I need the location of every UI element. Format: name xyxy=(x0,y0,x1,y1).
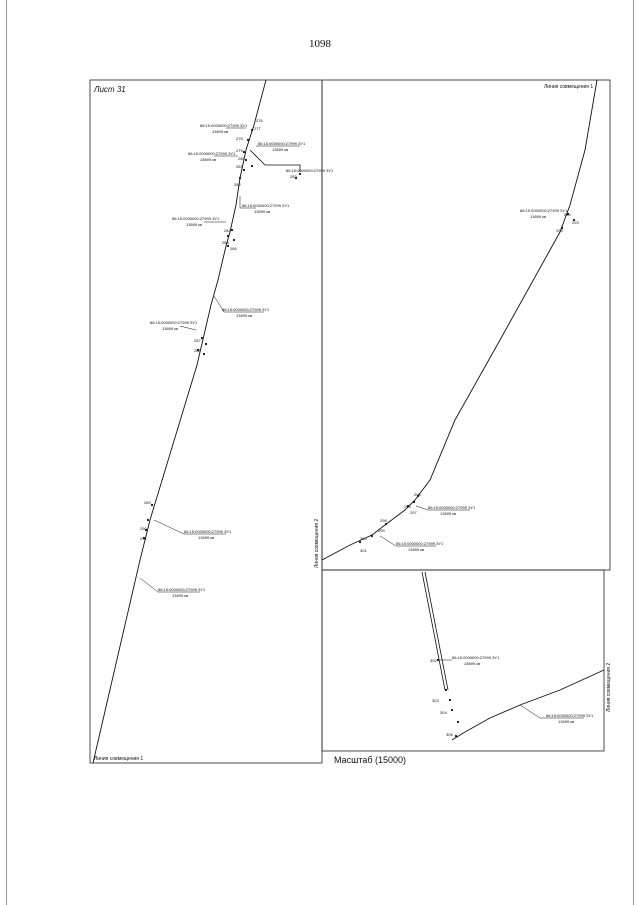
point-cluster-6 xyxy=(358,494,420,544)
point-label: 292 xyxy=(564,212,571,217)
callout-code: 86:15:0000000:27999 ЗУ1 xyxy=(188,151,236,156)
callout-area: 13699 кв xyxy=(530,214,546,219)
point-label: 286 xyxy=(230,246,237,251)
callout-area: 13699 кв xyxy=(186,222,202,227)
point-label: 285 xyxy=(222,240,229,245)
callout-code: 86:15:0000000:27999 ЗУ1 xyxy=(158,587,206,592)
point-label: 301 xyxy=(360,548,367,553)
callout-code: 86:15:0000000:27999 ЗУ1 xyxy=(520,208,568,213)
point-label: 287 xyxy=(194,338,201,343)
point-label: 277 xyxy=(254,126,261,131)
callout-code: 86:15:0000000:27999 ЗУ1 xyxy=(286,168,334,173)
callout-area: 13699 кв xyxy=(162,326,178,331)
panel-frame-upper-right xyxy=(321,79,611,571)
merge-line-2-right: Линия совмещения 2 xyxy=(606,663,612,712)
callout-leader xyxy=(139,577,159,593)
merge-line-1-top: Линия совмещения 1 xyxy=(544,84,593,90)
callout-area: 13699 кв xyxy=(272,147,288,152)
route-segment-hatched-b xyxy=(424,571,449,691)
point-label: 295 xyxy=(414,492,421,497)
point-label: 305 xyxy=(446,732,453,737)
route-line-main xyxy=(92,79,267,764)
callout-area: 13699 кв xyxy=(200,157,216,162)
point-label: 303 xyxy=(432,698,439,703)
point-label: 278 xyxy=(236,136,243,141)
callout-leader xyxy=(415,505,429,511)
callout-leader xyxy=(379,535,397,547)
point-label: 296 xyxy=(404,504,411,509)
point-label: 302 xyxy=(430,658,437,663)
scale-label: Масштаб (15000) xyxy=(334,755,406,765)
point-label: 297 xyxy=(410,510,417,515)
callout-code: 86:15:0000000:27999 ЗУ1 xyxy=(258,141,306,146)
point-label: 299 xyxy=(378,528,385,533)
panel-frame-main xyxy=(89,79,323,764)
point-cluster-7 xyxy=(436,658,460,738)
callout-leader xyxy=(213,295,225,313)
point-label: 288 xyxy=(194,348,201,353)
point-label: 289 xyxy=(144,500,151,505)
callout-code: 86:15:0000000:27999 ЗУ1 xyxy=(428,505,476,510)
route-line-upper-right xyxy=(321,79,598,561)
merge-line-2-vertical: Линия совмещения 2 xyxy=(314,519,320,568)
point-label: 291 xyxy=(140,536,147,541)
callout-code: 86:15:0000000:27999 ЗУ1 xyxy=(200,123,248,128)
callout-code: 86:15:0000000:27999 ЗУ1 xyxy=(452,655,500,660)
callout-code: 86:15:0000000:27999 ЗУ1 xyxy=(222,307,270,312)
page-number: 1098 xyxy=(309,38,331,50)
route-line-lower-right xyxy=(451,669,605,741)
callout-code: 86:15:0000000:27999 ЗУ1 xyxy=(546,713,594,718)
callout-area: 13699 кв xyxy=(254,209,270,214)
callout-leader xyxy=(519,704,541,719)
point-label: 284 xyxy=(224,228,231,233)
callout-code: 86:15:0000000:27999 ЗУ1 xyxy=(396,541,444,546)
callout-area: 13699 кв xyxy=(172,593,188,598)
callout-leader xyxy=(179,325,197,331)
point-label: 276 xyxy=(256,118,263,123)
panel-frame-lower-right xyxy=(321,569,605,752)
point-cluster-1 xyxy=(238,128,302,180)
sheet-title: Лист 31 xyxy=(93,85,126,94)
point-label: 304 xyxy=(440,710,447,715)
callout-area: 13699 кв xyxy=(198,535,214,540)
callout-area: 13699 кв xyxy=(464,661,480,666)
point-label: 282 xyxy=(234,182,241,187)
point-label: 283 xyxy=(290,174,297,179)
scan-edge-left xyxy=(6,0,7,905)
point-label: 279 xyxy=(236,148,243,153)
point-cluster-4 xyxy=(142,503,154,540)
point-label: 290 xyxy=(140,526,147,531)
callout-code: 86:15:0000000:27999 ЗУ1 xyxy=(150,320,198,325)
callout-area: 13699 кв xyxy=(236,313,252,318)
point-cluster-3 xyxy=(196,336,208,356)
scan-edge-right xyxy=(633,0,634,905)
callout-area: 13699 кв xyxy=(212,129,228,134)
callout-code: 86:15:0000000:27999 ЗУ1 xyxy=(172,216,220,221)
point-cluster-2 xyxy=(226,228,236,248)
point-label: 294 xyxy=(556,228,563,233)
callout-group: 86:15:0000000:27999 ЗУ1 13699 кв 86:15:0… xyxy=(139,123,594,724)
point-label: 300 xyxy=(360,536,367,541)
callout-leader xyxy=(153,519,185,535)
point-labels: 276 277 278 279 280 281 282 283 284 285 … xyxy=(140,118,579,737)
callout-code: 86:15:0000000:27999 ЗУ1 xyxy=(242,203,290,208)
point-label: 281 xyxy=(236,164,243,169)
merge-line-1-bottom: Линия совмещения 1 xyxy=(94,756,143,762)
route-branch-upper xyxy=(249,149,301,172)
point-cluster-5 xyxy=(560,212,576,230)
route-segment-hatched-a xyxy=(421,571,446,691)
point-label: 293 xyxy=(572,220,579,225)
callout-area: 13699 кв xyxy=(440,511,456,516)
callout-code: 86:15:0000000:27999 ЗУ1 xyxy=(184,529,232,534)
point-label: 298 xyxy=(380,518,387,523)
callout-area: 13699 кв xyxy=(408,547,424,552)
callout-area: 13699 кв xyxy=(558,719,574,724)
point-label: 280 xyxy=(238,156,245,161)
